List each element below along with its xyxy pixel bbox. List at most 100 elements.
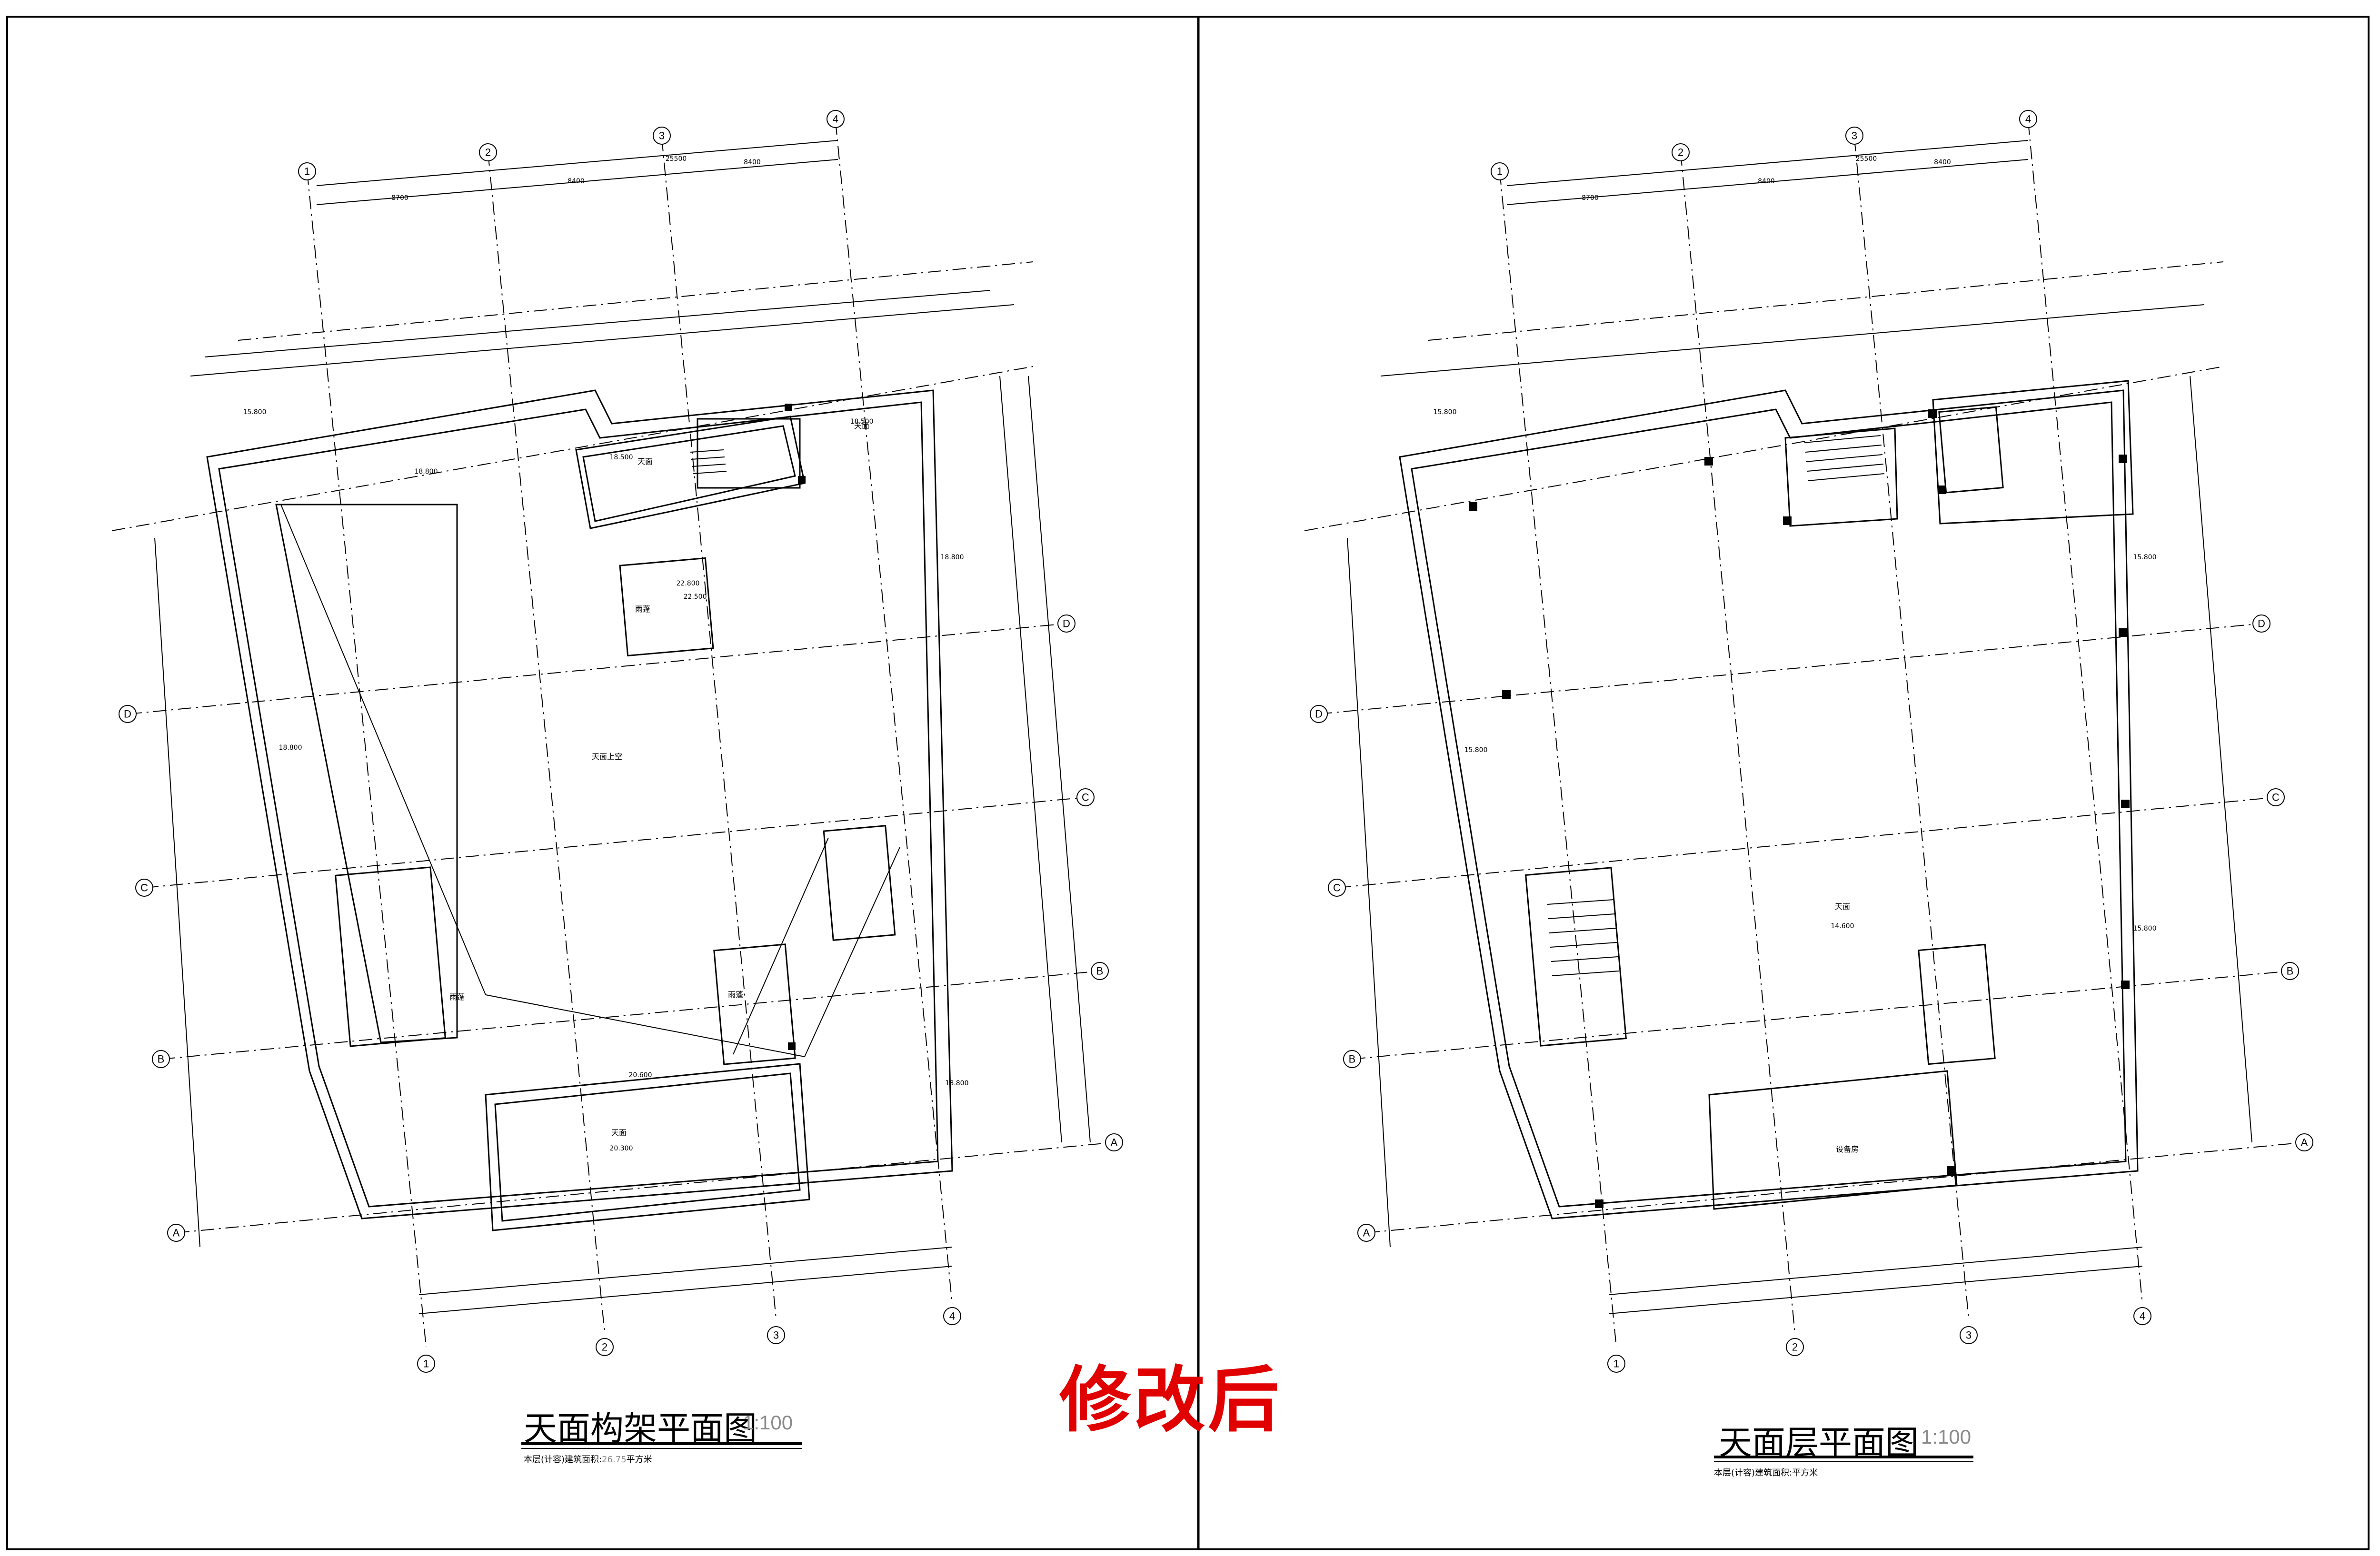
right-grid-labels: 1 2 3 4 1 2 3 4 D C B A D C B A	[1315, 113, 2308, 1370]
right-annotations: 天面 设备房 15.800 15.800 15.800 15.800 14.60…	[1434, 155, 2157, 1154]
level-mark: 20.600	[629, 1071, 652, 1079]
level-mark: 15.800	[1434, 408, 1457, 416]
grid-label: C	[2272, 792, 2280, 803]
left-stair	[690, 449, 727, 474]
grid-label: 2	[485, 147, 491, 159]
grid-label: 4	[2140, 1310, 2145, 1322]
level-mark: 15.800	[2133, 925, 2157, 932]
left-axis-bubbles	[119, 110, 1123, 1373]
level-mark: 22.500	[684, 593, 707, 601]
grid-label: 2	[602, 1341, 607, 1353]
grid-label: D	[2258, 618, 2265, 630]
area-unit: 平方米	[1792, 1468, 1818, 1478]
left-grid-labels: 1 2 3 4 1 2 3 4 D C B A D C B A	[124, 113, 1118, 1370]
grid-label: C	[1333, 882, 1341, 894]
right-roof-floor-plan	[1304, 110, 2313, 1373]
level-mark: 18.800	[279, 744, 302, 752]
level-mark: 18.500	[850, 418, 874, 426]
left-columns	[785, 404, 806, 1050]
dimension-text: 8700	[1582, 194, 1599, 202]
grid-label: 2	[1792, 1341, 1798, 1353]
area-value: 26.75	[602, 1455, 627, 1465]
right-plan-scale: 1:100	[1921, 1426, 1972, 1448]
right-dimension-lines	[1347, 140, 2252, 1314]
grid-label: C	[1082, 792, 1089, 803]
grid-label: 4	[2025, 113, 2031, 125]
grid-label: A	[2301, 1137, 2308, 1149]
grid-label: 2	[1678, 147, 1683, 159]
area-prefix: 本层(计容)建筑面积:	[1714, 1468, 1792, 1478]
room-label: 设备房	[1836, 1145, 1859, 1154]
right-area-note: 本层(计容)建筑面积:平方米	[1714, 1466, 1818, 1478]
grid-label: 1	[423, 1358, 429, 1370]
revision-label: 修改后	[1059, 1358, 1283, 1442]
grid-label: D	[1063, 618, 1070, 630]
left-outer-wall	[206, 389, 953, 1219]
grid-label: D	[1315, 708, 1323, 720]
grid-label: 3	[1966, 1329, 1972, 1341]
grid-label: B	[1096, 965, 1104, 977]
right-outer-wall	[1399, 380, 2139, 1219]
left-roof-blocks	[335, 416, 896, 1231]
room-label: 雨蓬	[635, 605, 650, 614]
left-annotations: 天面 天面 雨蓬 天面上空 雨蓬 雨蓬 天面 15.800 18.800 18.…	[243, 155, 969, 1152]
grid-label: A	[173, 1227, 180, 1239]
dimension-text: 25500	[1856, 155, 1877, 163]
level-mark: 22.800	[677, 580, 700, 587]
dimension-text: 25500	[666, 155, 687, 163]
right-title-underline-thin	[1714, 1461, 1973, 1462]
right-stairs	[1547, 435, 1885, 976]
grid-label: 1	[1613, 1358, 1619, 1370]
grid-label: 4	[949, 1310, 955, 1322]
left-title-underline-thin	[521, 1448, 802, 1449]
dimension-text: 8400	[1934, 159, 1951, 166]
level-mark: 18.500	[610, 454, 633, 461]
grid-label: 4	[833, 113, 838, 125]
grid-label: 1	[304, 166, 310, 178]
left-plan-title: 天面构架平面图	[524, 1409, 757, 1448]
area-prefix: 本层(计容)建筑面积:	[524, 1455, 602, 1465]
grid-label: 3	[659, 130, 665, 142]
area-unit: 平方米	[626, 1455, 652, 1465]
room-label: 天面	[854, 421, 869, 430]
left-title-underline	[521, 1442, 802, 1445]
room-label: 天面	[637, 457, 653, 466]
dimension-text: 8400	[1758, 178, 1775, 185]
level-mark: 18.800	[946, 1080, 969, 1087]
right-columns	[1469, 409, 2130, 1208]
left-roof-structure-plan	[111, 110, 1123, 1373]
grid-label: 3	[1852, 130, 1857, 142]
grid-label: A	[1363, 1227, 1370, 1239]
sheet-frame	[6, 16, 2370, 1550]
grid-label: 3	[773, 1329, 779, 1341]
left-area-note: 本层(计容)建筑面积:26.75平方米	[524, 1453, 652, 1465]
left-plan-scale: 1:100	[743, 1411, 793, 1434]
level-mark: 15.800	[243, 408, 267, 416]
dimension-text: 8400	[744, 159, 761, 166]
left-pitch-lines	[280, 504, 900, 1057]
grid-label: B	[2287, 965, 2294, 977]
room-label: 雨蓬	[449, 992, 465, 1001]
grid-label: 1	[1497, 166, 1503, 178]
room-label: 天面	[611, 1128, 627, 1137]
grid-label: B	[158, 1053, 165, 1065]
level-mark: 15.800	[1464, 746, 1488, 754]
room-label: 天面上空	[592, 752, 622, 761]
grid-label: A	[1111, 1137, 1118, 1149]
level-mark: 20.300	[610, 1145, 633, 1152]
grid-label: C	[140, 882, 148, 894]
left-axis-grid	[111, 121, 1115, 1348]
right-axis-bubbles	[1310, 110, 2313, 1373]
level-mark: 18.800	[415, 468, 438, 476]
grid-label: B	[1349, 1053, 1356, 1065]
left-dimension-lines	[154, 140, 1091, 1314]
grid-label: D	[124, 708, 131, 720]
right-title-underline	[1714, 1456, 1973, 1458]
level-mark: 18.800	[941, 554, 964, 561]
dimension-text: 8400	[568, 178, 585, 185]
level-mark: 14.600	[1831, 922, 1854, 930]
room-label: 天面	[1835, 902, 1850, 911]
room-label: 雨蓬	[728, 990, 743, 999]
dimension-text: 8700	[391, 194, 408, 202]
